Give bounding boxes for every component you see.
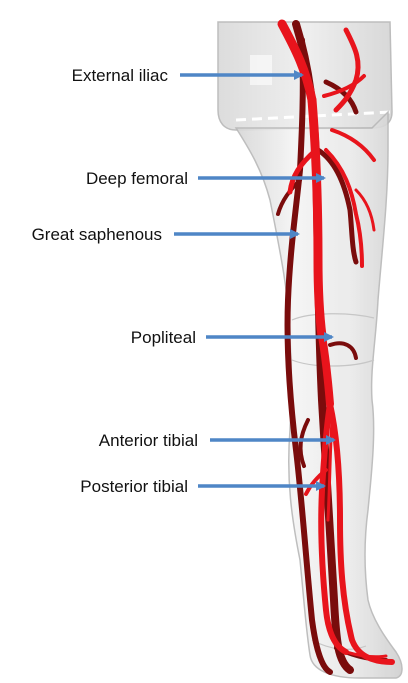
external-iliac-artery <box>277 19 317 105</box>
label-great-saphenous: Great saphenous <box>32 225 162 244</box>
foot-artery <box>344 650 388 659</box>
label-popliteal: Popliteal <box>131 328 196 347</box>
pointer-arrows <box>174 70 336 491</box>
label-deep-femoral: Deep femoral <box>86 169 188 188</box>
arteries <box>277 19 395 665</box>
deep-femoral-branch <box>324 148 364 268</box>
label-external-iliac: External iliac <box>72 66 169 85</box>
label-posterior-tibial: Posterior tibial <box>80 477 188 496</box>
hip-highlight <box>250 55 272 85</box>
lateral-circumflex <box>330 128 376 162</box>
popliteal-artery <box>318 332 334 408</box>
great-saphenous-vein <box>284 37 333 675</box>
peroneal-artery <box>326 418 334 522</box>
deep-vein-branch <box>315 147 359 265</box>
femoral-artery <box>307 95 327 341</box>
deep-femoral-artery <box>287 147 319 195</box>
knee-contour <box>291 313 375 367</box>
vein-branch-knee <box>328 341 358 360</box>
vein-branch-calf <box>298 418 310 468</box>
hip-artery-branch <box>322 74 366 98</box>
waist-dashed-line <box>235 110 391 122</box>
anterior-tibial-artery <box>318 401 349 655</box>
thigh-branch-right <box>354 188 376 232</box>
posterior-tibial-artery <box>327 401 395 665</box>
vein-branch-thigh <box>276 178 302 216</box>
label-anterior-tibial: Anterior tibial <box>99 431 198 450</box>
calf-branch-left <box>304 468 328 496</box>
internal-iliac-branch <box>333 27 361 113</box>
